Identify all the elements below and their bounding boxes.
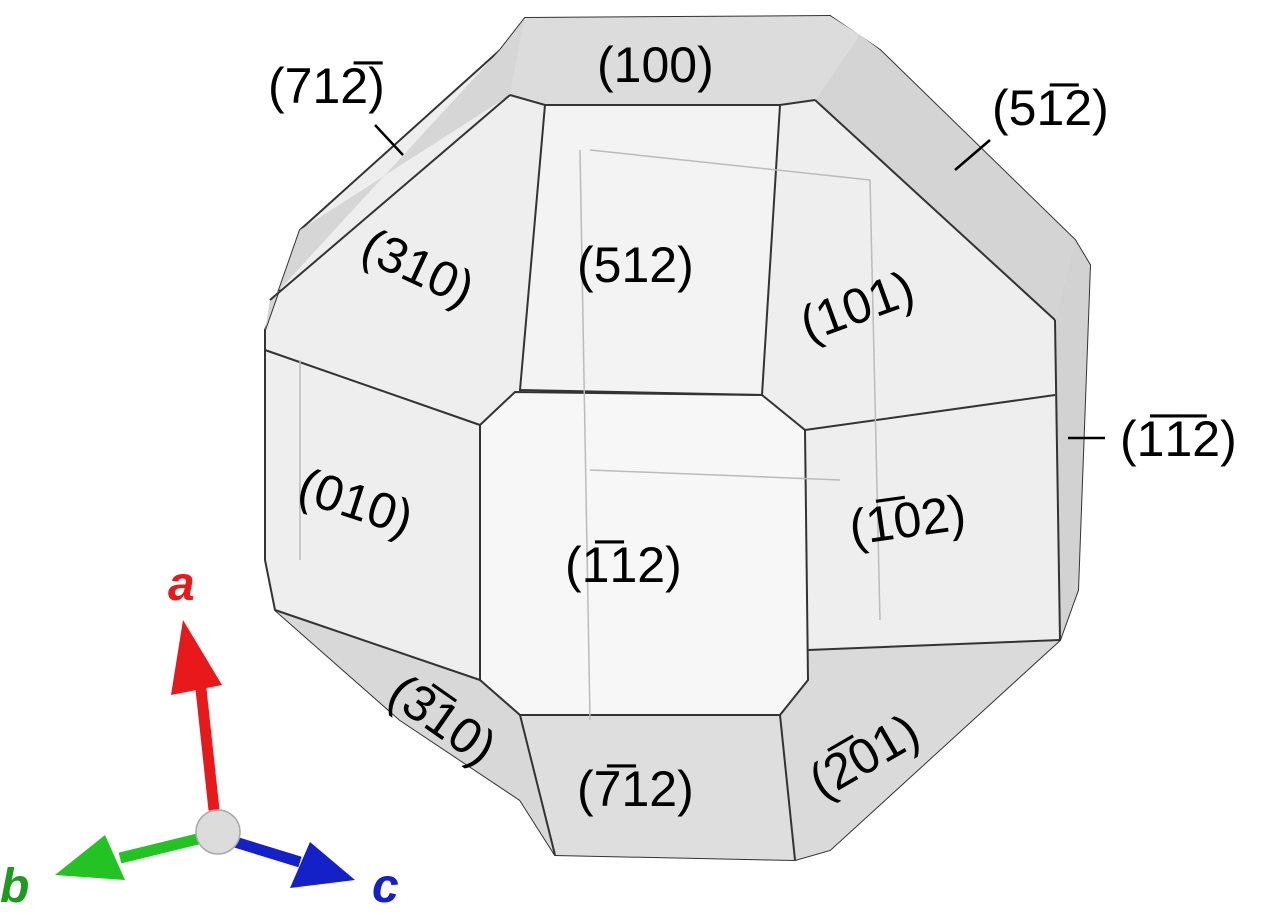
face-512 bbox=[520, 105, 780, 395]
axis-a-shaft bbox=[194, 679, 220, 811]
label-5-12: (51̅2) bbox=[992, 80, 1109, 136]
label-100: (100) bbox=[597, 37, 714, 93]
face-712 bbox=[520, 715, 795, 860]
edges bbox=[264, 94, 1061, 861]
label-1-12: (1̅1̅2) bbox=[1120, 411, 1237, 467]
axis-a-arrowhead bbox=[171, 620, 222, 695]
face-1-12 bbox=[1055, 240, 1090, 640]
face-310b bbox=[275, 610, 555, 855]
axis-a-label: a bbox=[168, 558, 195, 611]
face-71-2 bbox=[265, 18, 525, 330]
axis-triad: a b c bbox=[0, 558, 399, 913]
label-71-2: (712̅) bbox=[268, 58, 385, 114]
axis-origin-sphere bbox=[195, 809, 241, 855]
label-112: (1̅12) bbox=[565, 537, 682, 593]
axis-c-label: c bbox=[372, 860, 399, 913]
face-5-12 bbox=[815, 35, 1075, 320]
face-100 bbox=[510, 16, 860, 105]
label-512: (512) bbox=[577, 237, 694, 293]
face-112 bbox=[480, 392, 808, 715]
axis-b-label: b bbox=[0, 860, 29, 913]
label-712: (7̅12) bbox=[577, 761, 694, 817]
face-201 bbox=[780, 640, 1060, 860]
axis-b-arrowhead bbox=[55, 835, 125, 880]
axis-c-arrowhead bbox=[290, 842, 355, 888]
crystal-body bbox=[264, 14, 1092, 862]
leader-lines bbox=[374, 124, 1105, 440]
